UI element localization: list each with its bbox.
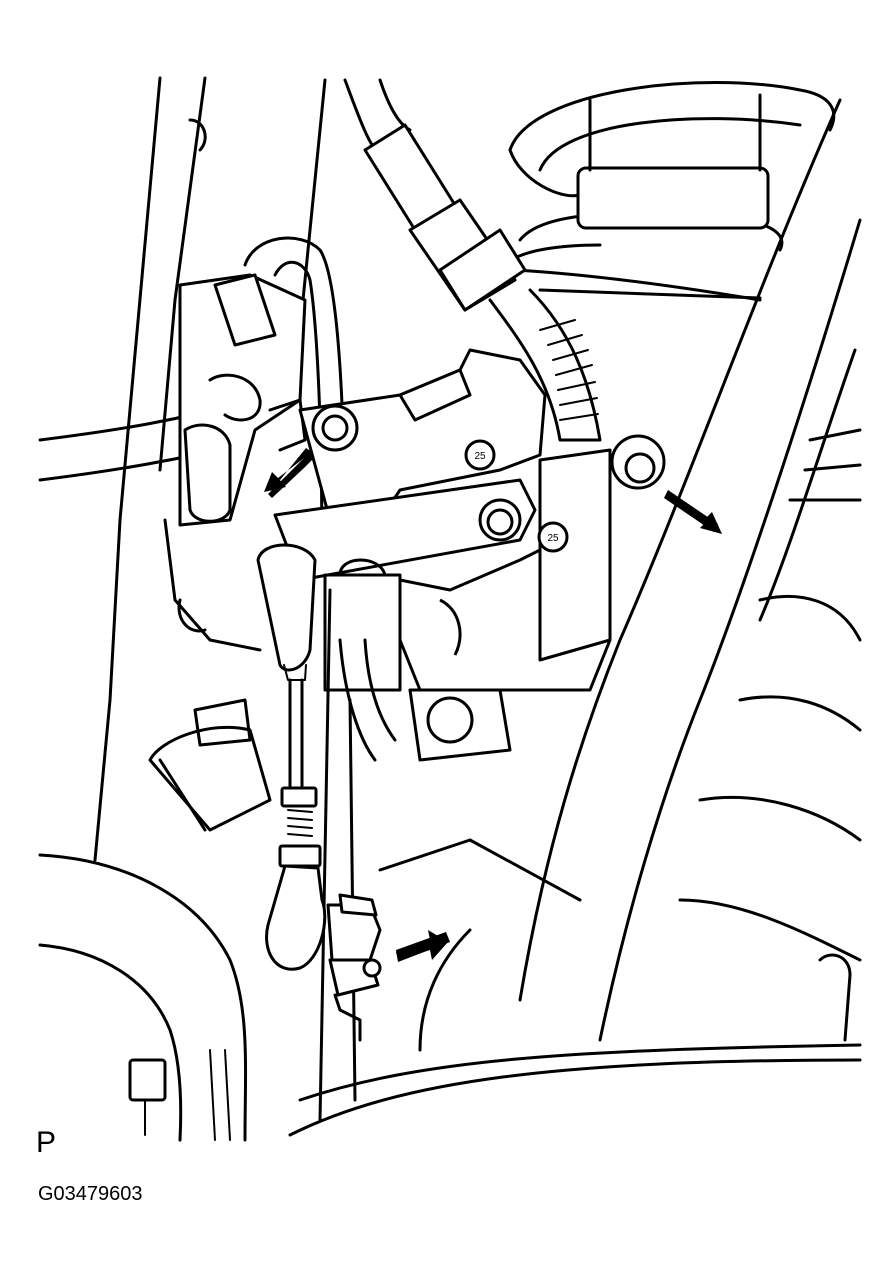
view-direction-label: P [36, 1126, 57, 1159]
sensor-bolt-marking-lower: 25 [537, 521, 569, 553]
wire-harness [343, 78, 602, 442]
arrow-right-bolt [664, 490, 722, 534]
figure-code: G03479603 [38, 1183, 143, 1205]
knuckle-housing [148, 273, 307, 832]
sensor-link-rod [256, 543, 327, 971]
arrow-left-bolt [264, 448, 314, 498]
lower-arm-left [38, 853, 248, 1142]
lower-arm-bottom [288, 838, 862, 1137]
frame-outline [38, 76, 357, 1122]
height-sensor-left-bolt [311, 404, 359, 452]
sensor-center-bolt [478, 498, 522, 542]
height-sensor-right-bolt [610, 434, 666, 490]
bolt-marking-text-1: 25 [474, 451, 486, 462]
suspension-upright [518, 98, 862, 1042]
coil-spring [503, 81, 836, 302]
sensor-link-lower-nut [326, 893, 382, 1042]
bolt-marking-text-2: 25 [547, 533, 559, 544]
sensor-bolt-marking-upper: 25 [464, 439, 496, 471]
arrow-lower-link-nut [396, 930, 450, 962]
height-sensor [273, 348, 612, 762]
